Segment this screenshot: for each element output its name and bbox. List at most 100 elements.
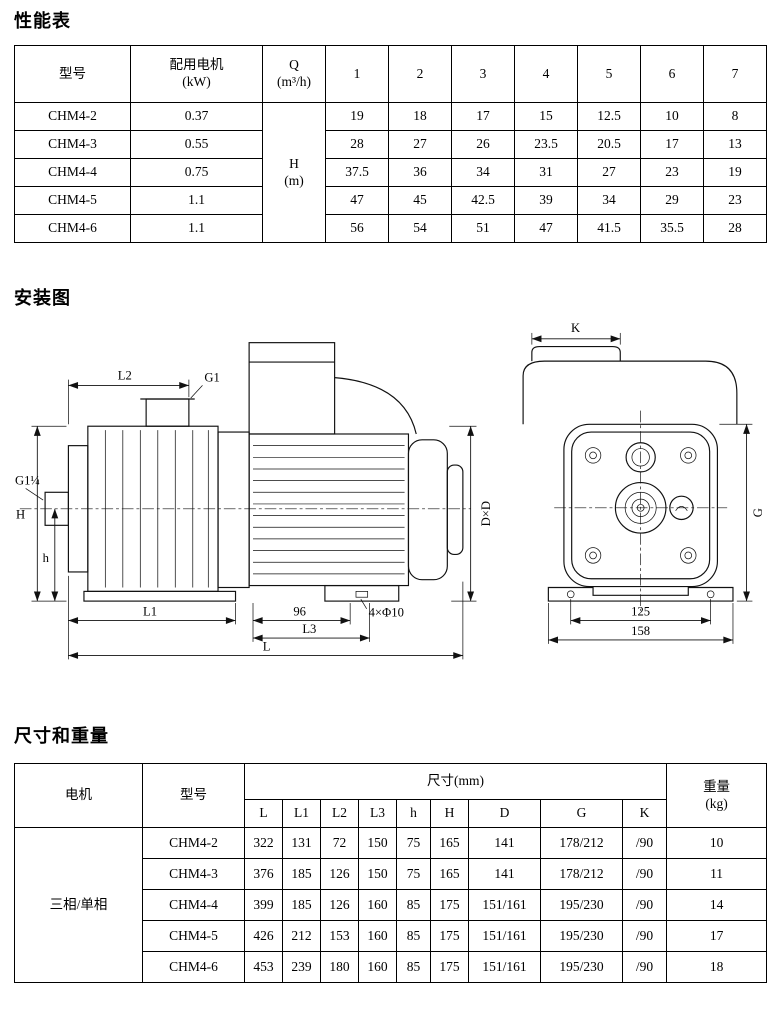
- head-value-cell: 8: [703, 102, 767, 131]
- perf-col-q-line2: (m³/h): [276, 74, 312, 89]
- head-value-cell: 56: [325, 214, 389, 243]
- size-cell: 175: [430, 920, 469, 952]
- dim-label-H: H: [16, 508, 25, 522]
- head-value-cell: 10: [640, 102, 704, 131]
- head-value-cell: 39: [514, 186, 578, 215]
- model-cell: CHM4-2: [142, 827, 245, 859]
- dim-col-L2: L2: [320, 799, 359, 828]
- size-cell: 150: [358, 858, 397, 890]
- size-cell: 165: [430, 858, 469, 890]
- dim-label-l2: L2: [118, 369, 132, 383]
- dim-col-motor: 电机: [14, 763, 143, 828]
- model-cell: CHM4-3: [14, 130, 131, 159]
- head-value-cell: 13: [703, 130, 767, 159]
- size-cell: 126: [320, 889, 359, 921]
- perf-col-q-line1: Q: [289, 57, 299, 73]
- size-cell: 185: [282, 889, 321, 921]
- dim-label-96: 96: [293, 605, 306, 619]
- weight-cell: 14: [666, 889, 768, 921]
- performance-row-chm4-6: CHM4-6 1.1 56 54 51 47 41.5 35.5 28: [14, 214, 767, 243]
- size-cell: /90: [621, 889, 668, 921]
- model-cell: CHM4-3: [142, 858, 245, 890]
- dim-col-K: K: [621, 799, 668, 828]
- size-cell: /90: [621, 827, 668, 859]
- head-value-cell: 17: [451, 102, 515, 131]
- size-cell: 151/161: [468, 920, 541, 952]
- weight-cell: 18: [666, 951, 768, 983]
- dim-col-H: H: [430, 799, 469, 828]
- performance-table: 型号 配用电机 (kW) Q (m³/h) 1 2 3 4 5 6 7: [14, 45, 767, 243]
- dim-label-125: 125: [631, 605, 650, 619]
- dim-col-L: L: [244, 799, 283, 828]
- dim-col-L1: L1: [282, 799, 321, 828]
- dim-label-holes: 4×Φ10: [369, 606, 404, 620]
- model-cell: CHM4-4: [142, 889, 245, 921]
- dim-col-L3: L3: [358, 799, 397, 828]
- dim-label-g1: G1: [204, 371, 219, 385]
- size-cell: 72: [320, 827, 359, 859]
- size-cell: 141: [468, 858, 541, 890]
- installation-drawing: L2 G1 G1¼ H h L1 96 4×Φ10 L3 L D×D: [14, 317, 766, 687]
- dim-col-size-group: 尺寸(mm): [243, 763, 668, 800]
- size-cell: 376: [244, 858, 283, 890]
- dimensions-row-chm4-6: CHM4-6 453 239 180 160 85 175 151/161 19…: [15, 951, 768, 983]
- size-cell: 185: [282, 858, 321, 890]
- size-cell: 141: [468, 827, 541, 859]
- perf-col-flow-1: 1: [325, 45, 389, 103]
- perf-col-motor-line2: (kW): [182, 74, 211, 89]
- front-view-dimensions: K G 125 158: [531, 321, 765, 644]
- size-cell: 175: [430, 889, 469, 921]
- size-cell: 75: [396, 858, 431, 890]
- head-value-cell: 23: [703, 186, 767, 215]
- size-cell: 160: [358, 920, 397, 952]
- foot-mounting-hole: [355, 591, 369, 598]
- head-value-cell: 54: [388, 214, 452, 243]
- dim-col-weight-line1: 重量: [703, 778, 731, 794]
- perf-col-model: 型号: [14, 45, 131, 103]
- size-cell: 426: [244, 920, 283, 952]
- head-value-cell: 19: [325, 102, 389, 131]
- head-value-cell: 45: [388, 186, 452, 215]
- size-cell: 126: [320, 858, 359, 890]
- dimensions-table: 电机 型号 尺寸(mm) 重量 (kg) L L1 L2 L3 h H D G …: [14, 763, 768, 983]
- size-cell: 239: [282, 951, 321, 983]
- size-cell: 131: [282, 827, 321, 859]
- size-cell: 165: [430, 827, 469, 859]
- head-value-cell: 51: [451, 214, 515, 243]
- perf-col-flow-3: 3: [451, 45, 515, 103]
- model-cell: CHM4-6: [14, 214, 131, 243]
- head-value-cell: 29: [640, 186, 704, 215]
- performance-row-chm4-4: CHM4-4 0.75 37.5 36 34 31 27 23 19: [14, 158, 767, 187]
- dim-label-g1-quarter: G1¼: [15, 474, 40, 488]
- size-cell: 160: [358, 889, 397, 921]
- dim-label-g: G: [751, 508, 765, 517]
- model-cell: CHM4-4: [14, 158, 131, 187]
- head-value-cell: 23: [640, 158, 704, 187]
- dimensions-row-chm4-3: CHM4-3 376 185 126 150 75 165 141 178/21…: [15, 858, 768, 890]
- size-cell: 178/212: [540, 858, 623, 890]
- head-value-cell: 47: [325, 186, 389, 215]
- size-cell: 453: [244, 951, 283, 983]
- head-value-cell: 47: [514, 214, 578, 243]
- head-value-cell: 28: [703, 214, 767, 243]
- power-cell: 0.75: [130, 158, 263, 187]
- perf-col-q: Q (m³/h): [262, 45, 326, 103]
- pump-side-view: [19, 342, 471, 602]
- model-cell: CHM4-5: [142, 920, 245, 952]
- dim-label-k: K: [571, 321, 580, 335]
- size-cell: /90: [621, 920, 668, 952]
- head-value-cell: 35.5: [640, 214, 704, 243]
- dimensions-row-chm4-2: 三相/单相 CHM4-2 322 131 72 150 75 165 141 1…: [14, 827, 768, 983]
- dim-col-model: 型号: [142, 763, 245, 828]
- head-value-cell: 28: [325, 130, 389, 159]
- head-value-cell: 15: [514, 102, 578, 131]
- size-cell: 153: [320, 920, 359, 952]
- dim-col-D: D: [468, 799, 541, 828]
- installation-diagram-svg: L2 G1 G1¼ H h L1 96 4×Φ10 L3 L D×D: [15, 321, 765, 660]
- motor-type-cell: 三相/单相: [14, 827, 143, 983]
- dimensions-row-chm4-5: CHM4-5 426 212 153 160 85 175 151/161 19…: [15, 920, 768, 952]
- weight-cell: 10: [666, 827, 768, 859]
- size-cell: 180: [320, 951, 359, 983]
- dim-label-l1: L1: [143, 605, 157, 619]
